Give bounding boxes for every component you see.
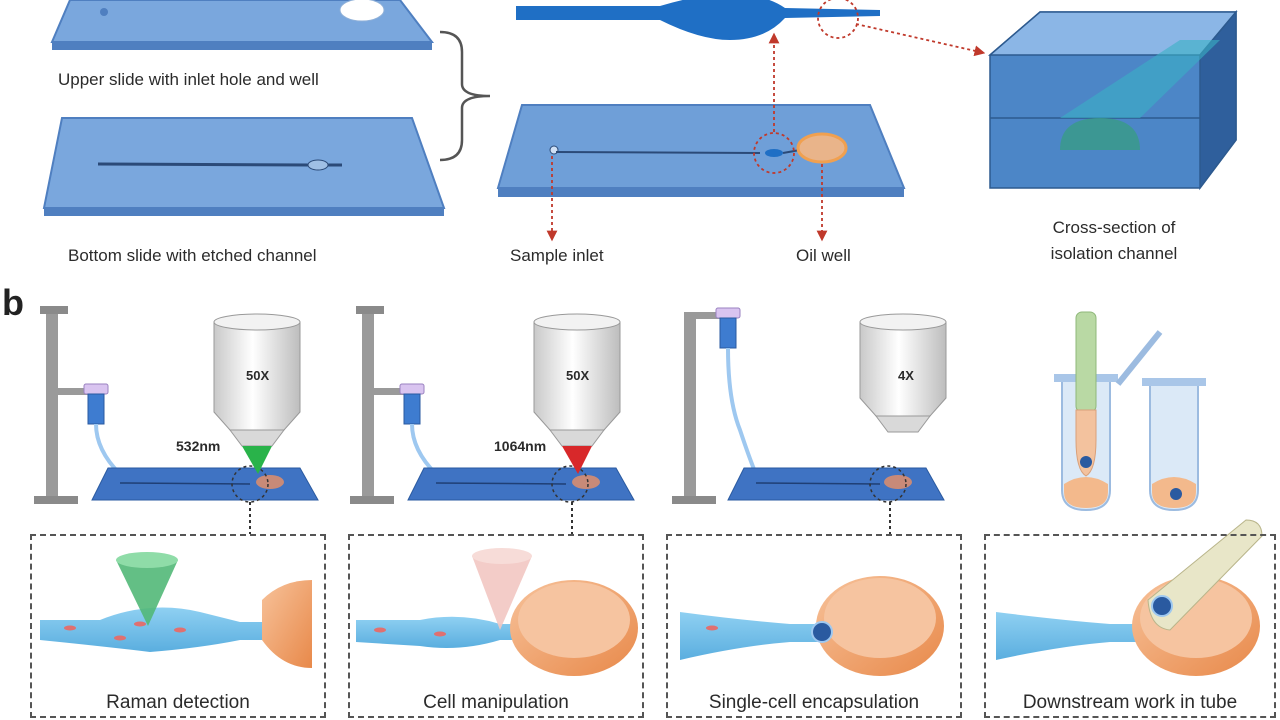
- raman-zoom-frame: [30, 534, 326, 718]
- setup-manipulation: [350, 306, 635, 534]
- objective-3-mag: 4X: [898, 368, 914, 383]
- cross-section-label-line2: isolation channel: [1050, 244, 1178, 263]
- upper-slide-label: Upper slide with inlet hole and well: [58, 70, 319, 89]
- oil-well-label: Oil well: [796, 246, 851, 265]
- grouping-brace: [439, 30, 491, 162]
- objective-1-mag: 50X: [246, 368, 270, 383]
- encapsulation-zoom-frame: [666, 534, 962, 718]
- syringe-icon: [83, 383, 122, 476]
- caption-downstream: Downstream work in tube: [1022, 692, 1238, 713]
- cross-section-box: [987, 9, 1238, 191]
- setup-encapsulation: [672, 307, 947, 534]
- syringe-icon: [715, 307, 758, 475]
- zoom-encapsulation: [680, 576, 944, 676]
- zoom-manipulation: [356, 548, 638, 676]
- sample-inlet-label: Sample inlet: [510, 246, 604, 265]
- bottom-slide: [42, 117, 446, 216]
- laser-1064-label: 1064nm: [494, 438, 547, 454]
- caption-manipulation: Cell manipulation: [423, 692, 569, 713]
- pipette-icon: [1147, 519, 1263, 631]
- tube-setup: [1054, 311, 1206, 512]
- manipulation-zoom-frame: [348, 534, 644, 718]
- cross-section-label-line1: Cross-section of: [1052, 218, 1176, 237]
- syringe-icon: [399, 383, 438, 476]
- pipette-icon: [1075, 311, 1097, 477]
- channel-enlargement: [516, 0, 880, 40]
- upper-slide: [50, 0, 435, 50]
- objective-lens-icon: [859, 313, 947, 433]
- objective-2-mag: 50X: [566, 368, 590, 383]
- downstream-zoom-frame: [984, 534, 1276, 718]
- tube-icon: [1142, 378, 1206, 512]
- setup-raman: [34, 306, 319, 534]
- laser-532-label: 532nm: [176, 438, 221, 454]
- objective-lens-icon: [213, 313, 301, 447]
- caption-raman: Raman detection: [106, 692, 250, 713]
- zoom-downstream: [996, 519, 1263, 676]
- zoom-raman: [40, 552, 312, 668]
- bottom-slide-label: Bottom slide with etched channel: [68, 246, 317, 265]
- objective-lens-icon: [533, 313, 621, 447]
- panel-b-letter: b: [2, 282, 24, 323]
- caption-encapsulation: Single-cell encapsulation: [708, 692, 920, 713]
- assembled-chip: [496, 104, 906, 197]
